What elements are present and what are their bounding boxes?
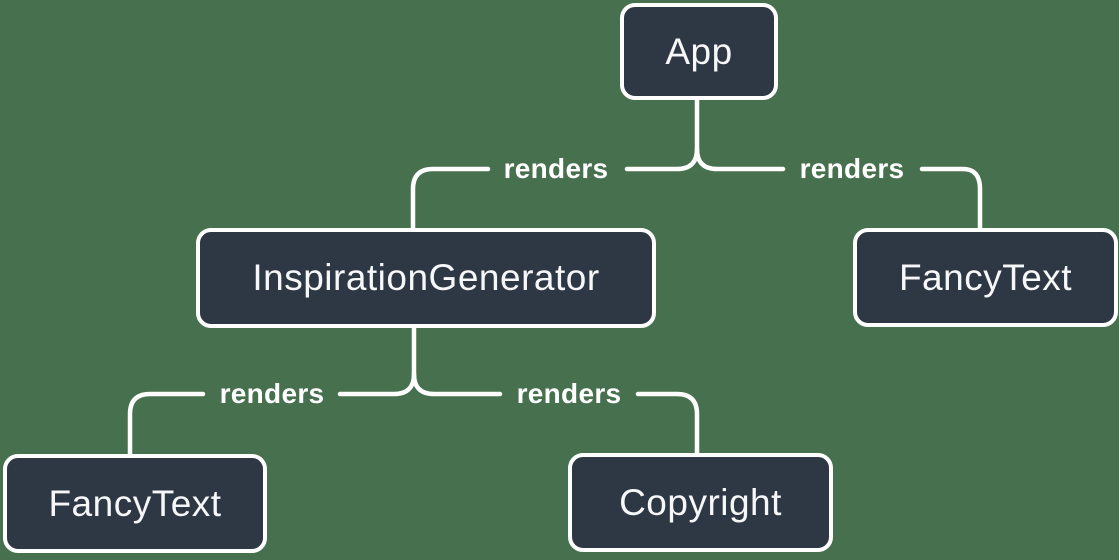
node-copyright: Copyright — [568, 453, 833, 552]
edge-app-to-fancytext — [694, 146, 983, 231]
edge-inspirationgenerator-to-copyright — [411, 371, 700, 456]
node-app: App — [620, 3, 778, 100]
node-fancy-text-bottom-left-label: FancyText — [48, 482, 222, 524]
node-fancy-text-top-right: FancyText — [853, 228, 1118, 327]
node-fancy-text-bottom-left: FancyText — [3, 454, 267, 553]
edge-label-renders-3: renders — [219, 378, 325, 409]
wire-group — [127, 97, 983, 457]
node-inspiration-generator-label: InspirationGenerator — [252, 257, 600, 298]
edge-label-renders-4: renders — [516, 378, 622, 409]
node-app-label: App — [665, 30, 733, 72]
edge-label-renders-1: renders — [503, 153, 609, 184]
node-inspiration-generator: InspirationGenerator — [196, 228, 656, 328]
edge-label-renders-2: renders — [799, 153, 905, 184]
node-fancy-text-top-right-label: FancyText — [898, 256, 1073, 298]
node-copyright-label: Copyright — [619, 481, 782, 523]
